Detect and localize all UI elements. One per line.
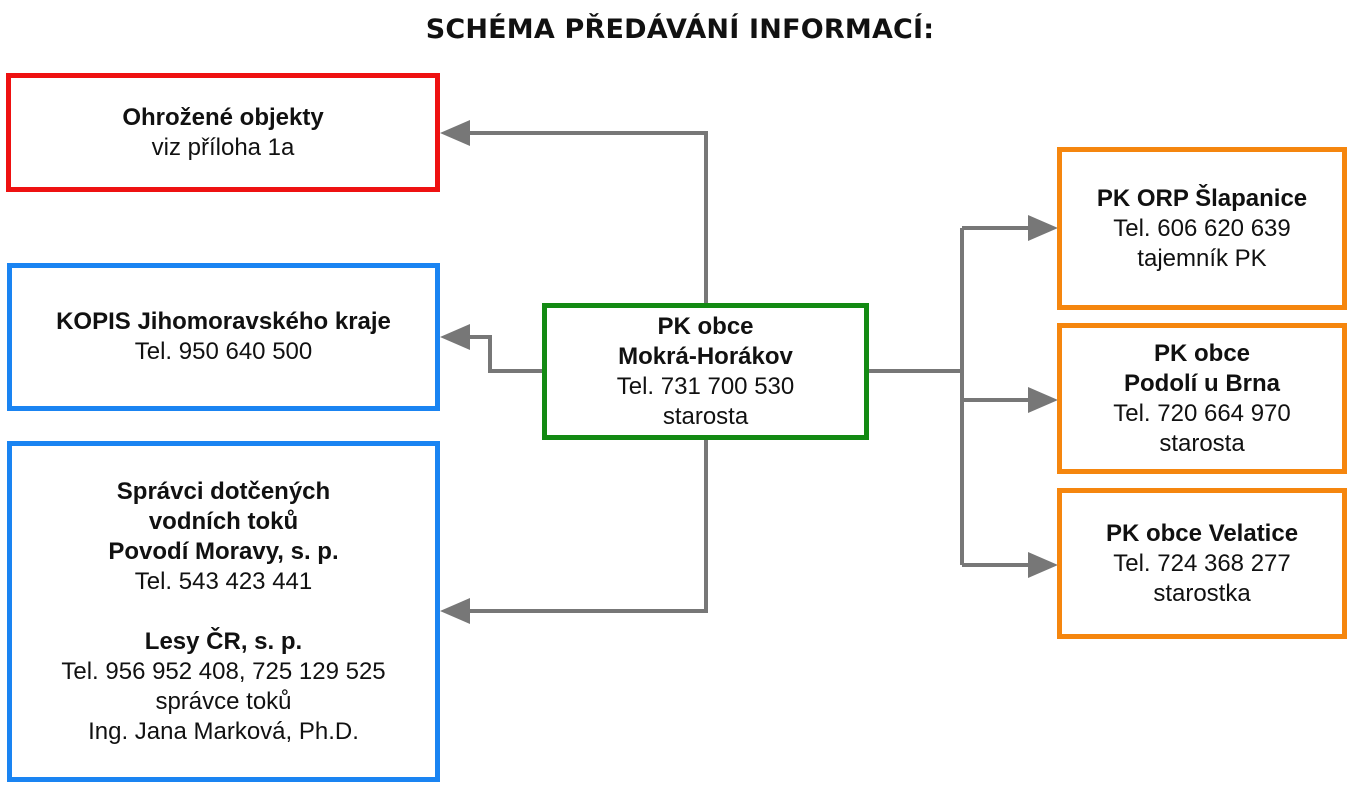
lesy-cr-person: Ing. Jana Marková, Ph.D. bbox=[88, 717, 359, 745]
arrowhead-left-icon bbox=[440, 120, 470, 146]
threatened-objects-text: viz příloha 1a bbox=[151, 133, 295, 161]
arrowhead-left-icon bbox=[440, 324, 470, 350]
slapanice-phone: Tel. 606 620 639 bbox=[1113, 214, 1291, 242]
velatice-phone: Tel. 724 368 277 bbox=[1113, 549, 1291, 577]
threatened-objects-title: Ohrožené objekty bbox=[122, 103, 324, 131]
arrow-to-threatened-objects bbox=[466, 131, 708, 305]
podoli-title-line2: Podolí u Brna bbox=[1124, 369, 1280, 397]
arrow-to-kopis bbox=[466, 335, 544, 373]
podoli-box: PK obce Podolí u Brna Tel. 720 664 970 s… bbox=[1057, 323, 1347, 474]
water-managers-box: Správci dotčených vodních toků Povodí Mo… bbox=[7, 441, 440, 782]
slapanice-title: PK ORP Šlapanice bbox=[1096, 184, 1308, 212]
arrowhead-right-icon bbox=[1028, 552, 1058, 578]
velatice-title: PK obce Velatice bbox=[1105, 519, 1299, 547]
arrowhead-right-icon bbox=[1028, 215, 1058, 241]
kopis-title: KOPIS Jihomoravského kraje bbox=[56, 308, 391, 335]
povodi-moravy-name: Povodí Moravy, s. p. bbox=[108, 537, 339, 565]
diagram-title: SCHÉMA PŘEDÁVÁNÍ INFORMACÍ: bbox=[425, 14, 935, 45]
lesy-cr-name: Lesy ČR, s. p. bbox=[144, 627, 303, 655]
velatice-box: PK obce Velatice Tel. 724 368 277 staros… bbox=[1057, 488, 1347, 639]
kopis-phone: Tel. 950 640 500 bbox=[134, 338, 313, 365]
water-managers-title-line1: Správci dotčených bbox=[116, 477, 331, 505]
slapanice-box: PK ORP Šlapanice Tel. 606 620 639 tajemn… bbox=[1057, 147, 1347, 310]
lesy-cr-phone: Tel. 956 952 408, 725 129 525 bbox=[61, 657, 386, 685]
arrow-to-water-managers bbox=[466, 438, 708, 613]
center-committee-box: PK obce Mokrá-Horákov Tel. 731 700 530 s… bbox=[542, 303, 869, 440]
povodi-moravy-phone: Tel. 543 423 441 bbox=[134, 567, 313, 595]
podoli-title-line1: PK obce bbox=[1153, 339, 1251, 367]
velatice-role: starostka bbox=[1153, 579, 1251, 607]
arrowhead-right-icon bbox=[1028, 387, 1058, 413]
center-title-line1: PK obce bbox=[657, 312, 754, 340]
podoli-phone: Tel. 720 664 970 bbox=[1113, 399, 1291, 427]
threatened-objects-box: Ohrožené objekty viz příloha 1a bbox=[6, 73, 440, 192]
lesy-cr-role: správce toků bbox=[155, 687, 292, 715]
center-role: starosta bbox=[662, 402, 749, 430]
center-phone: Tel. 731 700 530 bbox=[616, 372, 795, 400]
center-title-line2: Mokrá-Horákov bbox=[618, 342, 793, 370]
slapanice-role: tajemník PK bbox=[1137, 244, 1267, 272]
kopis-box: KOPIS Jihomoravského kraje Tel. 950 640 … bbox=[7, 263, 440, 411]
water-managers-title-line2: vodních toků bbox=[148, 507, 299, 535]
podoli-role: starosta bbox=[1159, 429, 1245, 457]
arrowhead-left-icon bbox=[440, 598, 470, 624]
